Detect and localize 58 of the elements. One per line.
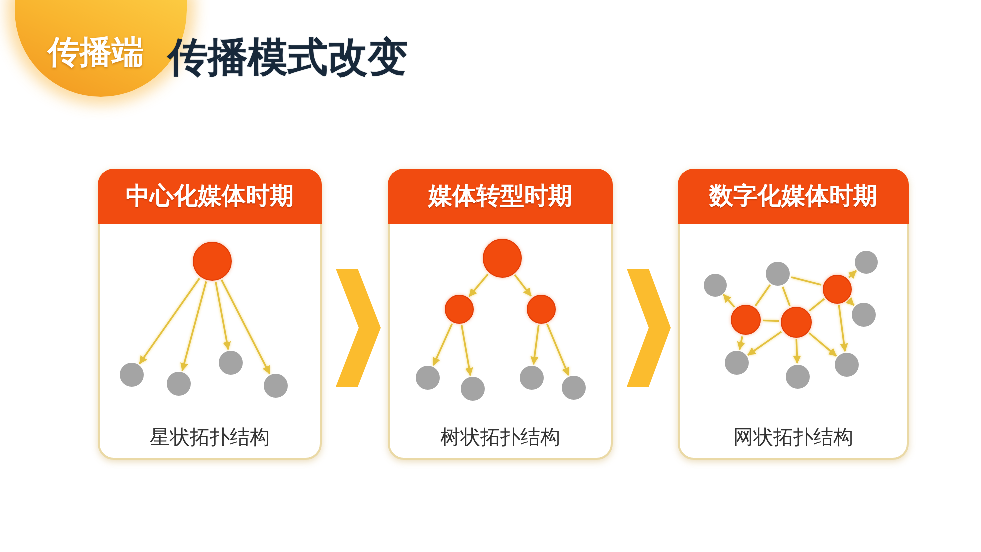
- peer-node: [854, 250, 878, 274]
- topology-caption: 星状拓扑结构: [150, 425, 270, 449]
- peer-node: [725, 351, 749, 375]
- connector-line: [809, 298, 826, 312]
- arrow: [180, 282, 208, 372]
- hub-node: [780, 306, 812, 338]
- arrow: [546, 324, 570, 376]
- peer-node: [120, 363, 144, 387]
- hub-node: [731, 305, 761, 335]
- connector-line: [782, 286, 791, 306]
- period-card: [678, 169, 909, 460]
- hub-node: [822, 274, 852, 304]
- peer-node: [562, 376, 586, 400]
- peer-node: [520, 366, 544, 390]
- chevron-arrow: [627, 269, 671, 387]
- page-title: 传播模式改变: [168, 35, 408, 81]
- arrow: [848, 270, 858, 279]
- peer-node: [264, 374, 288, 398]
- period-card: [98, 169, 322, 460]
- arrow: [514, 274, 532, 297]
- hub-node: [444, 294, 474, 324]
- peer-node: [835, 353, 859, 377]
- hub-node: [482, 238, 522, 278]
- hub-node: [192, 242, 232, 280]
- peer-node: [461, 377, 485, 401]
- section-label: 传播端: [48, 35, 144, 70]
- arrow: [221, 280, 271, 374]
- arrow: [530, 325, 540, 365]
- topology-caption: 网状拓扑结构: [734, 425, 854, 449]
- peer-node: [852, 303, 876, 327]
- topology-caption: 树状拓扑结构: [440, 425, 560, 449]
- period-card: [388, 169, 613, 460]
- arrow: [808, 332, 838, 357]
- peer-node: [766, 262, 790, 286]
- peer-node: [704, 274, 726, 296]
- arrow: [846, 297, 855, 306]
- arrow: [737, 336, 746, 350]
- arrow: [432, 324, 454, 366]
- connector-line: [762, 320, 780, 322]
- chevron-arrow: [336, 269, 381, 387]
- arrow: [722, 294, 736, 308]
- arrow: [838, 305, 848, 352]
- peer-node: [219, 351, 243, 375]
- hub-node: [526, 294, 556, 324]
- peer-node: [786, 365, 810, 389]
- period-header: 数字化媒体时期: [678, 169, 909, 224]
- arrow: [793, 339, 802, 364]
- period-header: 媒体转型时期: [388, 169, 613, 224]
- connector-line: [755, 284, 771, 307]
- arrow: [748, 331, 782, 356]
- arrow: [468, 274, 489, 298]
- peer-node: [416, 366, 440, 390]
- connector-line: [791, 276, 822, 286]
- peer-node: [167, 372, 191, 396]
- period-header: 中心化媒体时期: [98, 169, 322, 224]
- arrow: [215, 282, 232, 350]
- arrow: [461, 325, 474, 376]
- arrow: [139, 278, 200, 364]
